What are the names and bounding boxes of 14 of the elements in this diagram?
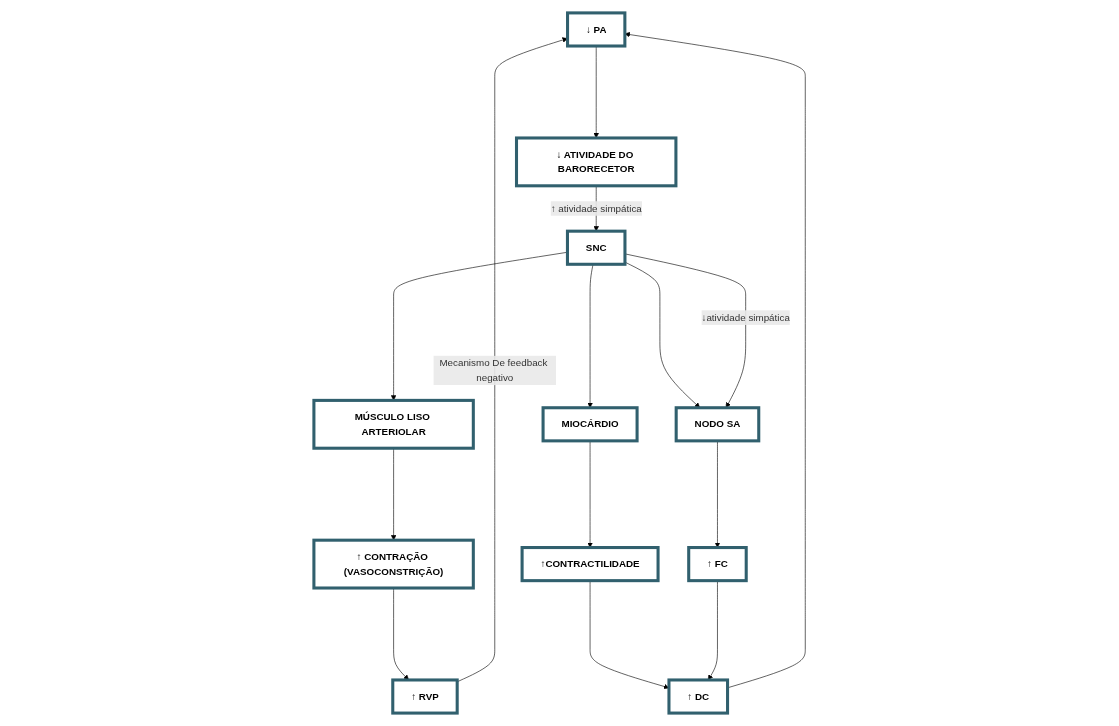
node-box: ↑CONTRACTILIDADE bbox=[520, 546, 660, 583]
edge-label: ↑ atividade simpática bbox=[550, 202, 642, 214]
edge-label: Mecanismo De feedback negativo bbox=[439, 357, 548, 383]
node-box: MÚSCULO LISO ARTERIOLAR bbox=[312, 398, 475, 450]
node-box: ↑ RVP bbox=[391, 678, 459, 715]
node-box: NODO SA bbox=[674, 406, 761, 443]
node-box: ↑ DC bbox=[667, 678, 729, 715]
edge-label: ↓atividade simpática bbox=[701, 312, 790, 323]
node-box: ↓ ATIVIDADE DO BARORECETOR bbox=[514, 136, 678, 188]
node-box: SNC bbox=[565, 229, 627, 266]
node-box: ↑ CONTRAÇÃO (VASOCONSTRIÇÃO) bbox=[312, 538, 475, 590]
node-box: MIOCÁRDIO bbox=[541, 406, 639, 443]
node-box: ↓ PA bbox=[565, 11, 627, 48]
node-box: ↑ FC bbox=[687, 546, 748, 583]
